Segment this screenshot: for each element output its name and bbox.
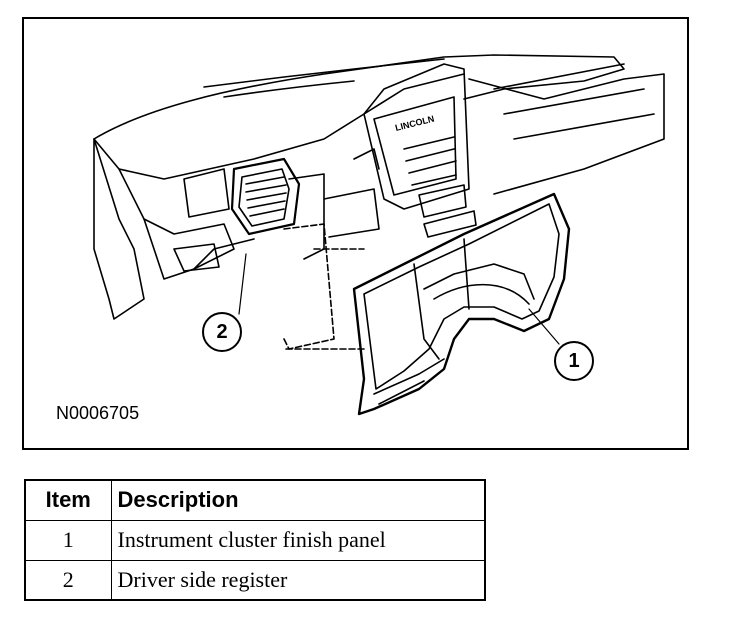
legend-table: Item Description 1 Instrument cluster fi… xyxy=(24,479,486,601)
figure-id-label: N0006705 xyxy=(56,403,140,423)
legend-item-number: 2 xyxy=(24,559,112,601)
dashboard-brand-text: LINCOLN xyxy=(394,114,435,133)
callout-1: 1 xyxy=(554,341,594,381)
callout-1-number: 1 xyxy=(568,349,580,372)
table-row: 1 Instrument cluster finish panel xyxy=(24,519,486,561)
legend-item-description: Driver side register xyxy=(110,559,486,601)
legend-item-number: 1 xyxy=(24,519,112,561)
dashboard-illustration: LINCOLN xyxy=(93,54,665,416)
callout-2: 2 xyxy=(202,312,242,352)
legend-header-row: Item Description xyxy=(24,479,486,521)
legend-header-description: Description xyxy=(110,479,486,521)
legend-item-description: Instrument cluster finish panel xyxy=(110,519,486,561)
diagram-frame: LINCOLN 2 xyxy=(22,17,689,450)
legend-header-item: Item xyxy=(24,479,112,521)
callout-2-number: 2 xyxy=(216,320,228,343)
table-row: 2 Driver side register xyxy=(24,559,486,601)
